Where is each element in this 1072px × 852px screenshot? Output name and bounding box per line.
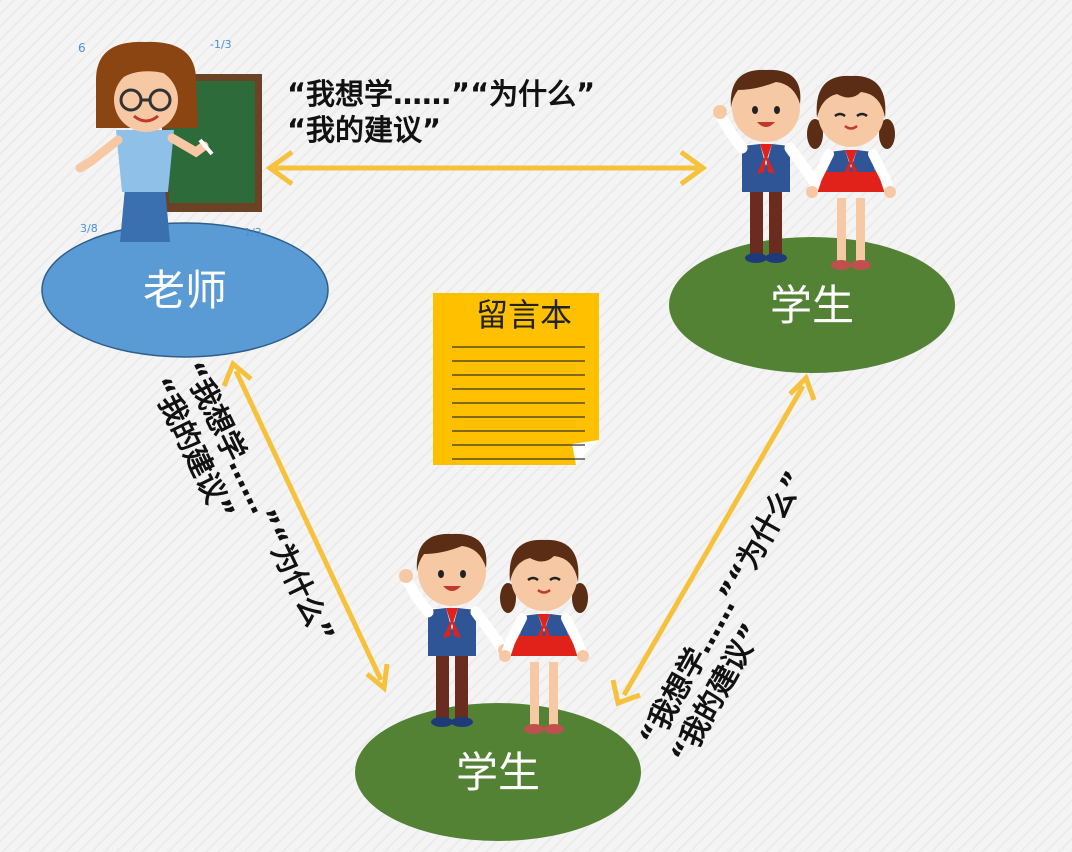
arrow-head-bottom	[365, 663, 390, 693]
message-left: “我想学……”“为什么” “我的建议”	[143, 356, 341, 648]
student-right-label: 学生	[770, 281, 854, 330]
student-bottom-ellipse	[355, 703, 641, 841]
student-node-bottom: 学生	[355, 703, 641, 841]
arrow-head-bottom	[610, 679, 641, 707]
arrow-shaft	[233, 369, 384, 682]
teacher-illustration: 6 -1/3 3/8 1/3	[75, 38, 262, 242]
message-top-line2: “我的建议”	[287, 113, 441, 147]
svg-text:6: 6	[78, 41, 86, 55]
teacher-node: 老师	[41, 222, 329, 358]
message-top: “我想学……”“为什么” “我的建议”	[287, 77, 595, 147]
teacher-label: 老师	[143, 266, 227, 315]
student-node-right: 学生	[669, 237, 955, 373]
student-bottom-label: 学生	[456, 748, 540, 797]
message-notebook: 留言本	[433, 293, 599, 465]
arrow-teacher-student-bottom	[221, 359, 390, 693]
notebook-lines	[452, 346, 585, 460]
message-right: “我想学……”“为什么” “我的建议”	[632, 465, 811, 769]
arrow-head-top	[788, 373, 817, 401]
arrow-head-top	[221, 359, 253, 387]
message-top-line1: “我想学……”“为什么”	[287, 77, 595, 111]
notebook-page	[433, 293, 599, 465]
arrow-shaft	[621, 384, 806, 697]
arrow-student-right-student-bottom	[610, 373, 817, 707]
arrow-head-left	[265, 149, 294, 187]
student-right-ellipse	[669, 237, 955, 373]
notebook-curl	[572, 440, 599, 465]
teacher-ellipse	[41, 222, 329, 358]
arrow-teacher-student-right	[265, 149, 708, 187]
arrow-head-right	[679, 149, 708, 187]
svg-text:-1/3: -1/3	[210, 38, 232, 51]
notebook-title: 留言本	[476, 296, 572, 334]
svg-text:3/8: 3/8	[80, 222, 98, 235]
svg-text:1/3: 1/3	[244, 226, 262, 239]
